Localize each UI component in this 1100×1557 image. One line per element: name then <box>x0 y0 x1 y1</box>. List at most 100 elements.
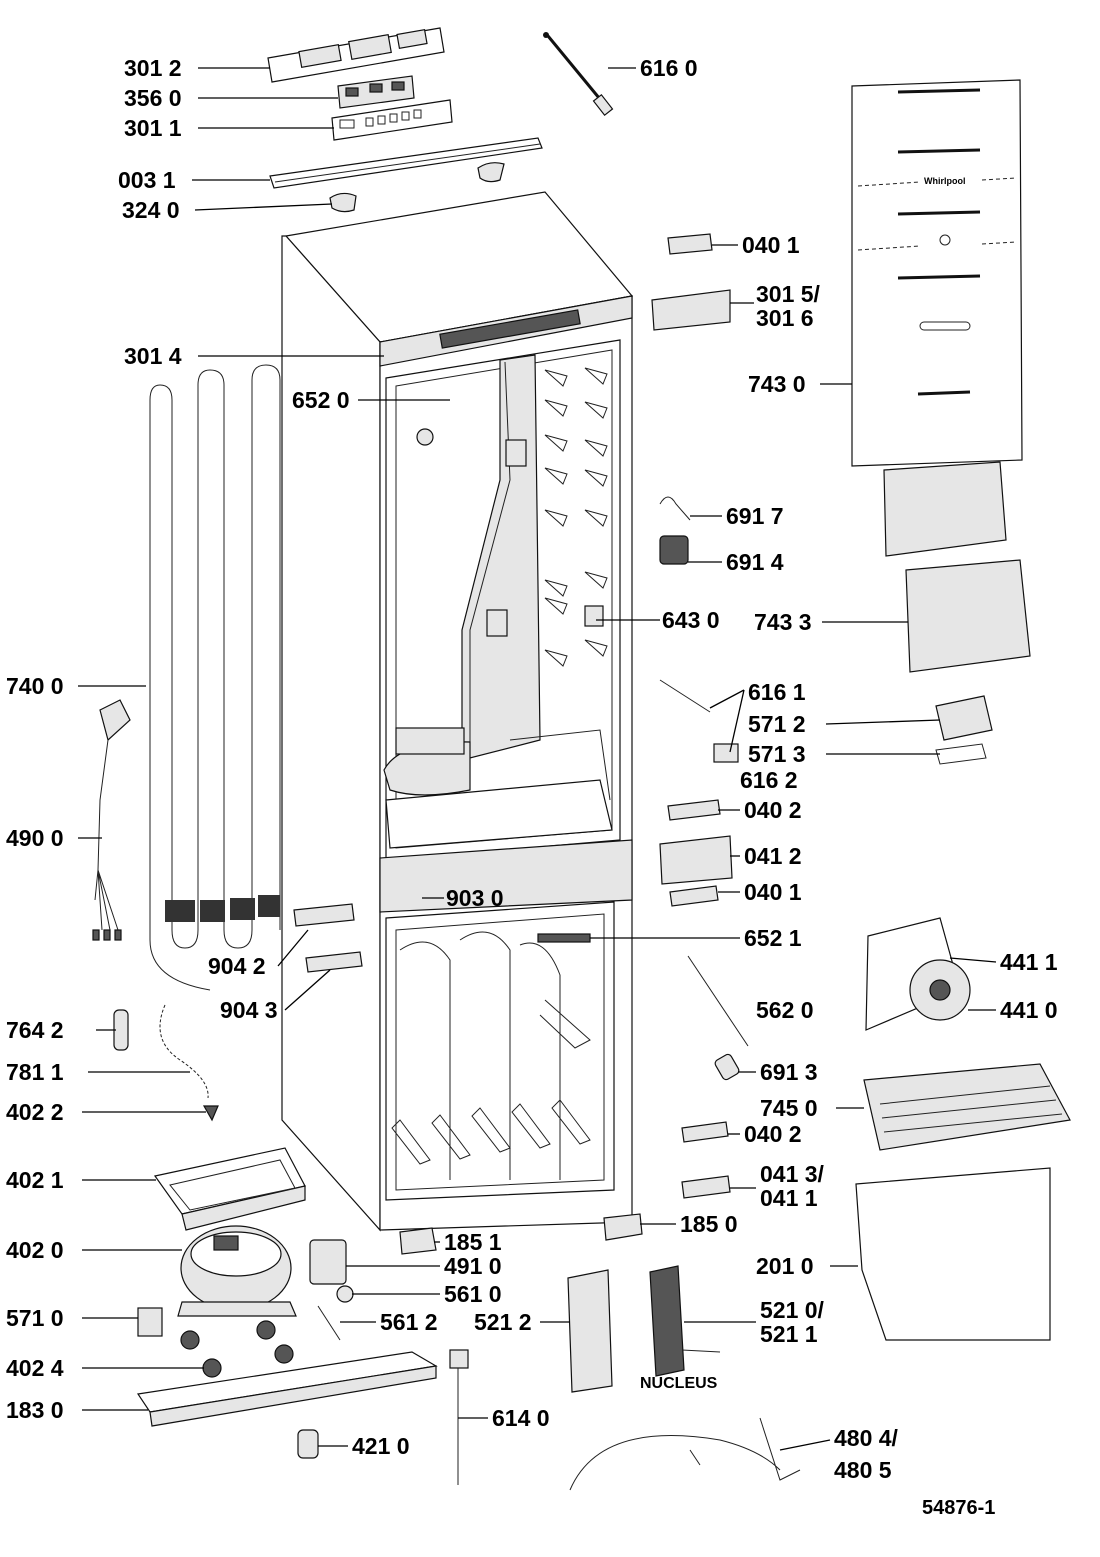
part-781-1-drain-tube <box>159 1004 209 1099</box>
label-041-1: 041 1 <box>760 1185 818 1211</box>
label-402-2: 402 2 <box>6 1099 64 1125</box>
part-740-0-condenser <box>149 364 281 991</box>
label-562-0: 562 0 <box>756 997 814 1023</box>
part-041-2-hinge-cover <box>659 835 733 885</box>
part-490-0-power-cord <box>92 699 131 941</box>
label-003-1: 003 1 <box>118 167 176 193</box>
part-521-0-main-board <box>649 1265 721 1377</box>
part-003-1-top-rail <box>269 137 543 189</box>
label-652-0: 652 0 <box>292 387 350 413</box>
label-402-0: 402 0 <box>6 1237 64 1263</box>
part-040-1-hinge-top <box>667 233 713 255</box>
drawing-number: 54876-1 <box>922 1497 995 1519</box>
label-691-3: 691 3 <box>760 1059 818 1085</box>
part-301-1-control-panel <box>331 99 453 141</box>
label-521-0: 521 0/ <box>760 1297 825 1323</box>
part-561-2-wire <box>317 1305 341 1341</box>
part-491-0-starter <box>309 1239 347 1285</box>
part-201-0-evaporator-cover <box>855 1167 1051 1341</box>
part-691-4 <box>659 535 689 565</box>
leader-lines <box>78 67 997 1451</box>
label-185-1: 185 1 <box>444 1229 502 1255</box>
label-571-3: 571 3 <box>748 741 806 767</box>
part-561-0 <box>336 1285 354 1303</box>
part-616-0-sensor-rod <box>543 32 614 117</box>
part-745-0-evaporator <box>863 1063 1071 1151</box>
label-903-0: 903 0 <box>446 885 504 911</box>
part-185-1-hinge-cover <box>399 1227 437 1255</box>
part-743-3-door-bracket <box>905 559 1031 673</box>
part-301-2-control-bracket <box>267 27 445 83</box>
label-402-1: 402 1 <box>6 1167 64 1193</box>
label-421-0: 421 0 <box>352 1433 410 1459</box>
label-040-1-lower: 040 1 <box>744 879 802 905</box>
label-041-3: 041 3/ <box>760 1161 825 1187</box>
part-402-4-grommet <box>180 1330 200 1350</box>
label-201-0: 201 0 <box>756 1253 814 1279</box>
part-040-2-hinge-lower <box>681 1121 729 1143</box>
label-571-2: 571 2 <box>748 711 806 737</box>
label-643-0: 643 0 <box>662 607 720 633</box>
cabinet-body <box>281 191 634 1232</box>
part-402-0-compressor <box>177 1225 297 1317</box>
part-324-0-pad <box>329 192 357 213</box>
label-490-0: 490 0 <box>6 825 64 851</box>
label-441-1: 441 1 <box>1000 949 1058 975</box>
label-301-6: 301 6 <box>756 305 814 331</box>
label-561-0: 561 0 <box>444 1281 502 1307</box>
part-904-3 <box>305 951 363 973</box>
part-183-0-base-plate <box>136 1351 438 1427</box>
label-040-2-lower: 040 2 <box>744 1121 802 1147</box>
label-764-2: 764 2 <box>6 1017 64 1043</box>
label-183-0: 183 0 <box>6 1397 64 1423</box>
label-402-4: 402 4 <box>6 1355 64 1381</box>
label-301-4: 301 4 <box>124 343 182 369</box>
part-571-2 <box>935 695 993 741</box>
label-571-0: 571 0 <box>6 1305 64 1331</box>
part-691-3 <box>714 1053 740 1081</box>
label-691-4: 691 4 <box>726 549 784 575</box>
part-480-4-wiring-harness <box>569 1417 801 1491</box>
label-041-2: 041 2 <box>744 843 802 869</box>
part-521-2-module-box <box>567 1269 613 1393</box>
part-616-2-sensor-cap <box>713 743 739 763</box>
label-324-0: 324 0 <box>122 197 180 223</box>
label-740-0: 740 0 <box>6 673 64 699</box>
label-781-1: 781 1 <box>6 1059 64 1085</box>
label-356-0: 356 0 <box>124 85 182 111</box>
label-480-4: 480 4/ <box>834 1425 899 1451</box>
part-402-4-grommet <box>202 1358 222 1378</box>
part-402-1-drip-tray <box>153 1147 306 1231</box>
part-402-2-funnel <box>202 1105 219 1122</box>
part-040-1-hinge-lower <box>669 885 719 907</box>
label-521-2: 521 2 <box>474 1309 532 1335</box>
label-614-0: 614 0 <box>492 1405 550 1431</box>
label-743-0: 743 0 <box>748 371 806 397</box>
part-041-3-cover <box>681 1175 731 1199</box>
label-561-2: 561 2 <box>380 1309 438 1335</box>
label-745-0: 745 0 <box>760 1095 818 1121</box>
part-402-4-grommet <box>256 1320 276 1340</box>
label-616-2: 616 2 <box>740 767 798 793</box>
part-571-0-relay <box>137 1307 163 1337</box>
label-491-0: 491 0 <box>444 1253 502 1279</box>
label-185-0: 185 0 <box>680 1211 738 1237</box>
label-904-2: 904 2 <box>208 953 266 979</box>
label-652-1: 652 1 <box>744 925 802 951</box>
part-743-0-door <box>851 79 1023 557</box>
label-616-1: 616 1 <box>748 679 806 705</box>
door-brand-text: Whirlpool <box>924 176 966 186</box>
part-402-4-grommet <box>274 1344 294 1364</box>
label-441-0: 441 0 <box>1000 997 1058 1023</box>
label-521-1: 521 1 <box>760 1321 818 1347</box>
part-614-0-cable <box>449 1349 469 1485</box>
label-480-5: 480 5 <box>834 1457 892 1483</box>
part-number-labels: 301 2 356 0 301 1 003 1 324 0 616 0 040 … <box>6 55 1058 1519</box>
label-904-3: 904 3 <box>220 997 278 1023</box>
part-301-5-cover <box>651 289 731 331</box>
part-185-0-hinge-cover <box>603 1213 643 1241</box>
label-616-0: 616 0 <box>640 55 698 81</box>
label-301-2: 301 2 <box>124 55 182 81</box>
part-562-0-sensor <box>687 955 749 1047</box>
